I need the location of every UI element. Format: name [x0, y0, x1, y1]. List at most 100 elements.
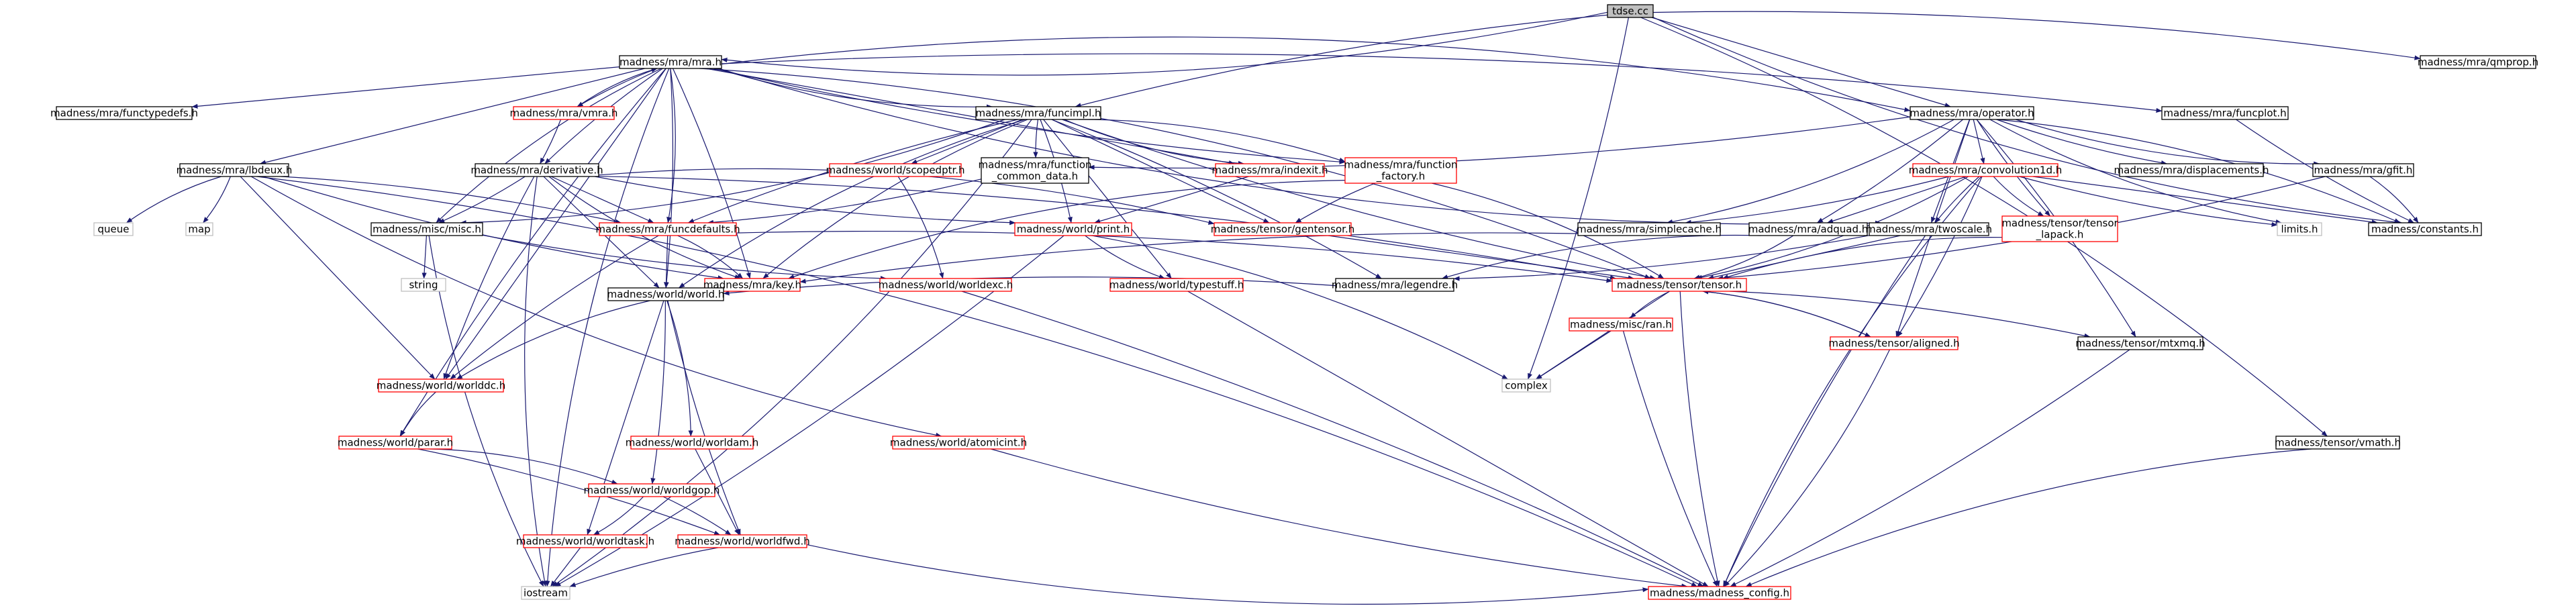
node-displacements-box: [2119, 163, 2264, 177]
node-functypedefs-box: [56, 106, 193, 120]
node-adquad[interactable]: madness/mra/adquad.h: [1748, 222, 1869, 236]
node-simplecache[interactable]: madness/mra/simplecache.h: [1577, 222, 1722, 236]
node-worldfwd[interactable]: madness/world/worldfwd.h: [675, 534, 810, 548]
node-typestuff-box: [1109, 278, 1244, 292]
edge-operator-to-adquad: [1817, 119, 1963, 223]
node-lbdeux[interactable]: madness/mra/lbdeux.h: [177, 163, 293, 177]
node-funcimpl-label: madness/mra/funcimpl.h: [975, 107, 1101, 119]
node-limits[interactable]: limits.h: [2277, 222, 2322, 236]
node-constants[interactable]: madness/constants.h: [2368, 222, 2482, 236]
node-displacements[interactable]: madness/mra/displacements.h: [2114, 163, 2269, 177]
node-tensor_lapack[interactable]: madness/tensor/tensor_lapack.h: [2001, 215, 2119, 242]
node-tdse[interactable]: tdse.cc: [1607, 4, 1654, 18]
node-mra[interactable]: madness/mra/mra.h: [619, 55, 722, 69]
edge-worldexc-to-madness_config: [961, 291, 1704, 587]
node-funcimpl[interactable]: madness/mra/funcimpl.h: [975, 106, 1101, 120]
node-iostream-label: iostream: [524, 587, 568, 599]
node-iostream[interactable]: iostream: [521, 586, 571, 600]
edge-atomicint-to-madness_config: [990, 448, 1688, 589]
node-queue-label: queue: [98, 223, 130, 236]
node-worldgop-box: [588, 483, 715, 497]
edge-world-to-worldfwd: [667, 300, 741, 536]
node-worldtask-label: madness/world/worldtask.h: [516, 536, 654, 548]
edge-tdse-to-operator: [1651, 17, 1951, 108]
node-madness_config-box: [1648, 586, 1791, 600]
edge-tdse-to-complex: [1528, 17, 1629, 380]
node-functypedefs[interactable]: madness/mra/functypedefs.h: [50, 106, 198, 120]
node-parar[interactable]: madness/world/parar.h: [338, 436, 453, 450]
node-misc-label: madness/misc/misc.h: [373, 223, 481, 236]
edge-print-to-complex: [1091, 235, 1508, 380]
node-complex[interactable]: complex: [1501, 378, 1551, 393]
edge-funcdefaults-to-tensor: [736, 230, 1613, 283]
edge-vmra-to-derivative: [539, 119, 562, 164]
node-atomicint-label: madness/world/atomicint.h: [890, 437, 1027, 449]
node-worlddc[interactable]: madness/world/worlddc.h: [377, 378, 505, 393]
edge-parar-to-worldfwd: [417, 448, 721, 536]
edge-convolution1d-to-simplecache: [1685, 176, 1950, 225]
node-worldtask[interactable]: madness/world/worldtask.h: [516, 534, 654, 548]
node-vmra[interactable]: madness/mra/vmra.h: [510, 106, 618, 120]
edge-mra-to-funcdefaults: [666, 68, 676, 223]
edge-adquad-to-tensor: [1693, 235, 1794, 280]
node-atomicint[interactable]: madness/world/atomicint.h: [890, 436, 1027, 450]
node-key-label: madness/mra/key.h: [703, 279, 801, 291]
node-function_factory-label: _factory.h: [1376, 170, 1425, 183]
node-lbdeux-label: madness/mra/lbdeux.h: [177, 164, 293, 176]
edge-tdse-to-funcimpl: [1075, 14, 1608, 108]
edge-funcimpl-to-typestuff: [1043, 119, 1172, 279]
node-worldexc[interactable]: madness/world/worldexc.h: [879, 278, 1013, 292]
node-legendre[interactable]: madness/mra/legendre.h: [1332, 278, 1458, 292]
node-tdse-label: tdse.cc: [1612, 5, 1648, 17]
node-funcdefaults-box: [599, 222, 737, 236]
node-qmprop[interactable]: madness/mra/qmprop.h: [2418, 55, 2538, 69]
node-ran[interactable]: madness/misc/ran.h: [1569, 317, 1673, 332]
node-scopedptr-box: [829, 163, 962, 177]
node-funcplot-label: madness/mra/funcplot.h: [2163, 107, 2286, 119]
edge-operator-to-limits: [1989, 119, 2282, 224]
node-gentensor[interactable]: madness/tensor/gentensor.h: [1211, 222, 1355, 236]
node-typestuff[interactable]: madness/world/typestuff.h: [1109, 278, 1244, 292]
node-worldam[interactable]: madness/world/worldam.h: [626, 436, 758, 450]
edge-misc-to-worldexc: [482, 234, 887, 281]
node-funcdefaults[interactable]: madness/mra/funcdefaults.h: [595, 222, 740, 236]
node-function_common_data-label: madness/mra/function: [978, 159, 1091, 171]
node-layer: tdse.cc madness/mra/mra.h madness/mra/qmpr…: [50, 4, 2538, 600]
node-print[interactable]: madness/world/print.h: [1014, 222, 1132, 236]
node-gfit-label: madness/mra/gfit.h: [2314, 164, 2413, 176]
node-operator[interactable]: madness/mra/operator.h: [1910, 106, 2034, 120]
edge-mra-to-iostream: [545, 68, 670, 587]
node-adquad-box: [1748, 222, 1868, 236]
node-mtxmq[interactable]: madness/tensor/mtxmq.h: [2075, 336, 2206, 350]
node-vmath[interactable]: madness/tensor/vmath.h: [2275, 436, 2401, 450]
node-indexit[interactable]: madness/mra/indexit.h: [1211, 163, 1328, 177]
node-scopedptr[interactable]: madness/world/scopedptr.h: [826, 163, 965, 177]
node-map-box: [185, 222, 213, 236]
node-convolution1d[interactable]: madness/mra/convolution1d.h: [1909, 163, 2063, 177]
edge-gentensor-to-tensor: [1328, 235, 1634, 281]
node-tensor[interactable]: madness/tensor/tensor.h: [1612, 278, 1747, 292]
node-worldgop[interactable]: madness/world/worldgop.h: [584, 483, 720, 497]
node-function_factory[interactable]: madness/mra/function_factory.h: [1344, 157, 1458, 184]
node-aligned[interactable]: madness/tensor/aligned.h: [1828, 336, 1960, 350]
node-misc[interactable]: madness/misc/misc.h: [370, 222, 483, 236]
edge-gfit-to-constants: [2369, 176, 2419, 223]
node-string[interactable]: string: [401, 278, 446, 292]
node-worldam-label: madness/world/worldam.h: [626, 437, 758, 449]
node-world-label: madness/world/world.h: [607, 289, 725, 301]
node-twoscale[interactable]: madness/mra/twoscale.h: [1866, 222, 1992, 236]
node-gfit[interactable]: madness/mra/gfit.h: [2312, 163, 2414, 177]
node-derivative[interactable]: madness/mra/derivative.h: [470, 163, 603, 177]
edge-aligned-to-tensor: [1702, 289, 1871, 338]
edge-derivative-to-worlddc: [443, 176, 535, 380]
edge-ran-to-madness_config: [1622, 330, 1718, 587]
node-map[interactable]: map: [185, 222, 213, 236]
node-key[interactable]: madness/mra/key.h: [703, 278, 801, 292]
node-function_common_data[interactable]: madness/mra/function_common_data.h: [978, 157, 1092, 184]
node-queue[interactable]: queue: [93, 222, 134, 236]
edge-function_factory-to-key: [788, 180, 1346, 279]
node-world[interactable]: madness/world/world.h: [607, 287, 725, 301]
node-vmra-label: madness/mra/vmra.h: [510, 107, 618, 119]
node-funcplot[interactable]: madness/mra/funcplot.h: [2161, 106, 2289, 120]
node-madness_config[interactable]: madness/madness_config.h: [1648, 586, 1791, 600]
